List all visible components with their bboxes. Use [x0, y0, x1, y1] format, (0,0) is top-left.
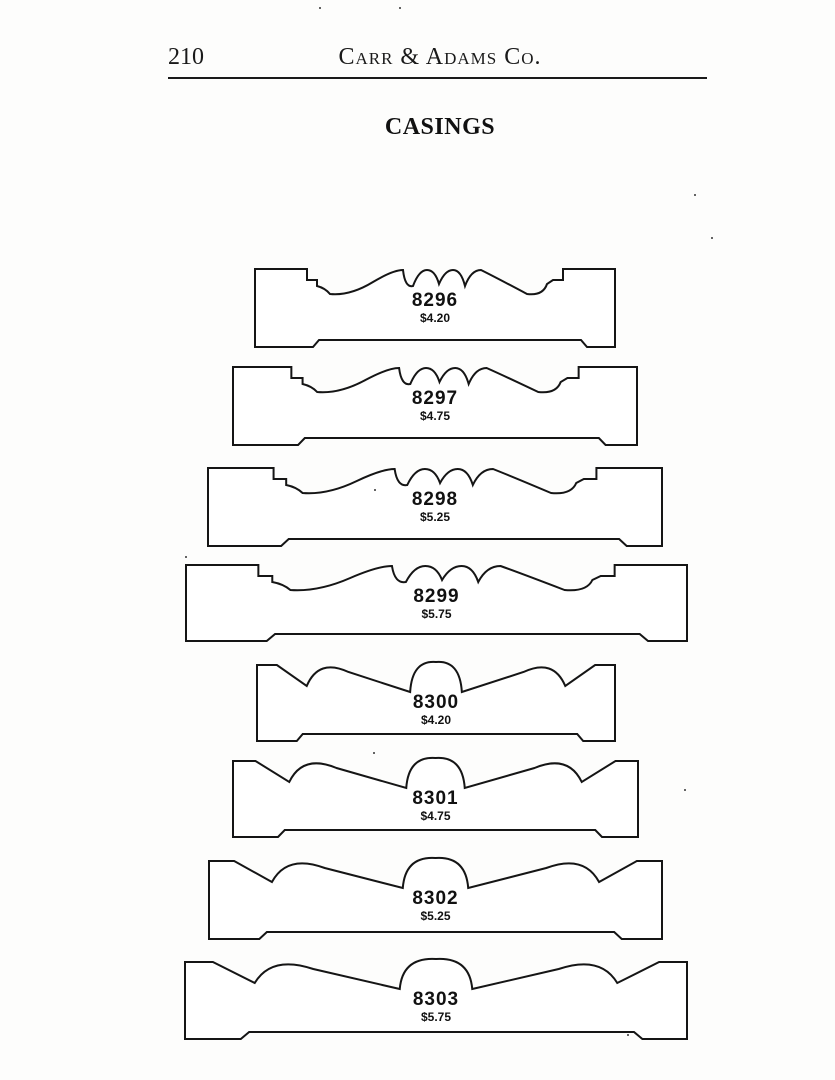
- casing-number: 8296: [412, 290, 458, 311]
- scan-speck: [319, 7, 321, 9]
- casing-profile-outline: [232, 366, 638, 446]
- casing-8298: 8298$5.25: [207, 467, 663, 547]
- scan-speck: [373, 752, 375, 754]
- casing-8297: 8297$4.75: [232, 366, 638, 446]
- casing-price: $5.75: [421, 607, 451, 621]
- scan-speck: [374, 489, 376, 491]
- casing-profile-outline: [208, 856, 663, 940]
- casing-8300: 8300$4.20: [256, 660, 616, 742]
- scan-speck: [185, 556, 187, 558]
- scan-speck: [711, 237, 713, 239]
- page-number: 210: [168, 44, 204, 70]
- casing-profile-outline: [207, 467, 663, 547]
- casing-8299: 8299$5.75: [185, 564, 688, 642]
- casing-price: $5.25: [420, 510, 450, 524]
- casing-number: 8298: [412, 489, 458, 510]
- casing-profile-outline: [232, 756, 639, 838]
- section-title: CASINGS: [384, 114, 496, 140]
- casing-price: $4.75: [420, 409, 450, 423]
- casing-number: 8300: [413, 692, 459, 713]
- casing-profile-outline: [184, 957, 688, 1040]
- header-rule: [168, 77, 707, 79]
- casing-number: 8302: [412, 888, 458, 909]
- casing-price: $5.75: [421, 1010, 451, 1024]
- casing-number: 8297: [412, 388, 458, 409]
- casing-profile-outline: [254, 268, 616, 348]
- casing-number: 8301: [412, 788, 458, 809]
- casing-profile-outline: [256, 660, 616, 742]
- casing-number: 8299: [413, 586, 459, 607]
- casing-number: 8303: [413, 989, 459, 1010]
- casing-8303: 8303$5.75: [184, 957, 688, 1040]
- casing-8296: 8296$4.20: [254, 268, 616, 348]
- casing-price: $5.25: [420, 909, 450, 923]
- scan-speck: [399, 7, 401, 9]
- casing-price: $4.75: [420, 809, 450, 823]
- running-head: Carr & Adams Co.: [338, 44, 542, 70]
- casing-price: $4.20: [420, 311, 450, 325]
- scan-speck: [684, 789, 686, 791]
- casing-price: $4.20: [421, 713, 451, 727]
- scan-speck: [694, 194, 696, 196]
- casing-8301: 8301$4.75: [232, 756, 639, 838]
- casing-8302: 8302$5.25: [208, 856, 663, 940]
- casing-profile-outline: [185, 564, 688, 642]
- scan-speck: [627, 1034, 629, 1036]
